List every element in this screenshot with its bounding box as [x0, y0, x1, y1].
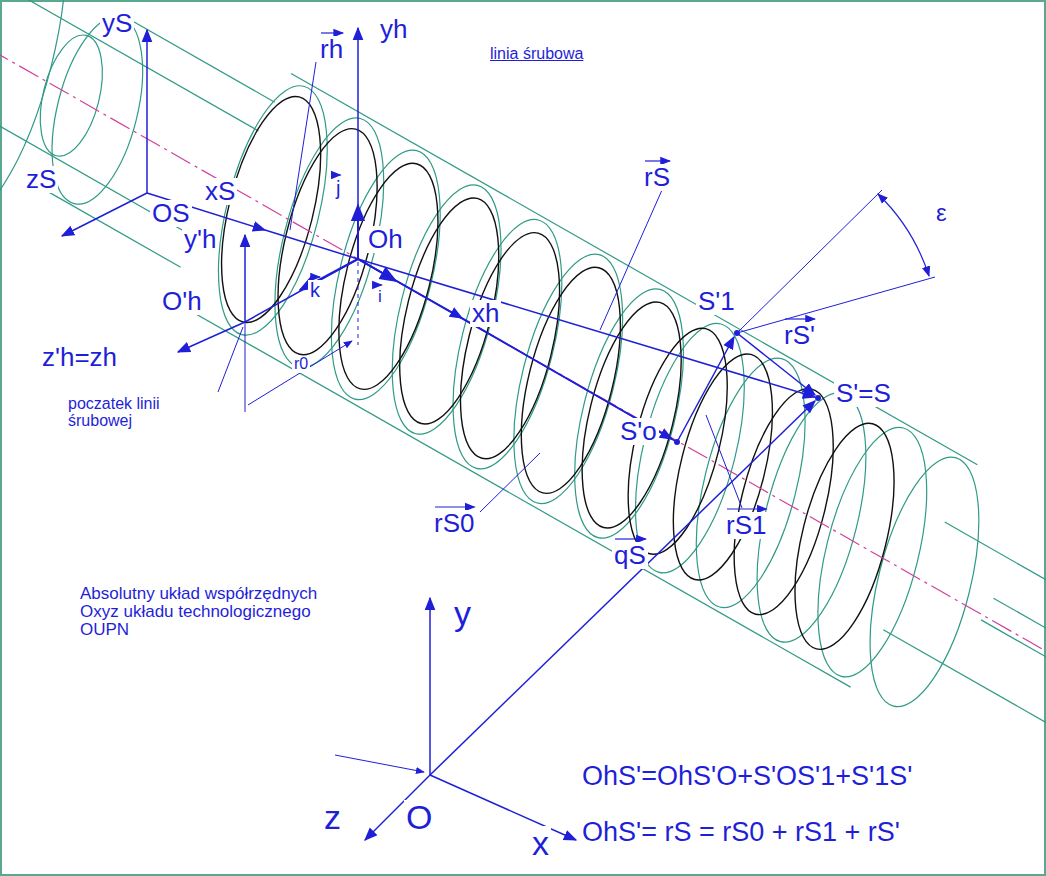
- label-text: x: [530, 826, 551, 862]
- label-text: poczatek linii śrubowej: [66, 396, 220, 430]
- label-text: k: [308, 280, 322, 301]
- label-text: y'h: [182, 226, 218, 253]
- label-text: S'=S: [834, 380, 893, 407]
- label-text: yS: [100, 10, 134, 37]
- label-text: OhS'= rS = rS0 + rS1 + rS': [580, 818, 902, 846]
- vectors: [62, 28, 935, 840]
- label-text: rh: [318, 36, 345, 63]
- label-text: r0: [292, 356, 310, 373]
- label-text: z: [322, 800, 343, 836]
- label-text: ε: [934, 200, 949, 225]
- label-text: O'h: [160, 288, 204, 315]
- label-text: zS: [24, 166, 58, 193]
- label-text: j: [334, 178, 342, 199]
- label-text: i: [376, 288, 384, 306]
- label-text: rS1: [724, 512, 768, 539]
- label-text: rS: [642, 164, 672, 191]
- label-text: rS': [782, 322, 817, 349]
- label-text: S'o: [618, 418, 659, 445]
- label-text: xS: [203, 178, 237, 205]
- label-text: OS: [150, 200, 192, 227]
- label-text: Oh: [366, 226, 405, 253]
- label-text: OhS'=OhS'O+S'OS'1+S'1S': [580, 762, 914, 790]
- label-text: z'h=zh: [40, 344, 119, 371]
- label-text: linia śrubowa: [488, 46, 585, 63]
- label-text: y: [452, 596, 473, 632]
- label-text: xh: [470, 300, 501, 327]
- label-text: O: [404, 800, 434, 836]
- label-text: yh: [378, 16, 409, 43]
- label-text: rS0: [432, 510, 476, 537]
- label-text: S'1: [696, 288, 737, 315]
- label-text: Absolutny układ współrzędnych Oxyz układ…: [78, 585, 332, 639]
- axis-line: [0, 31, 1046, 655]
- label-text: qS: [612, 542, 648, 569]
